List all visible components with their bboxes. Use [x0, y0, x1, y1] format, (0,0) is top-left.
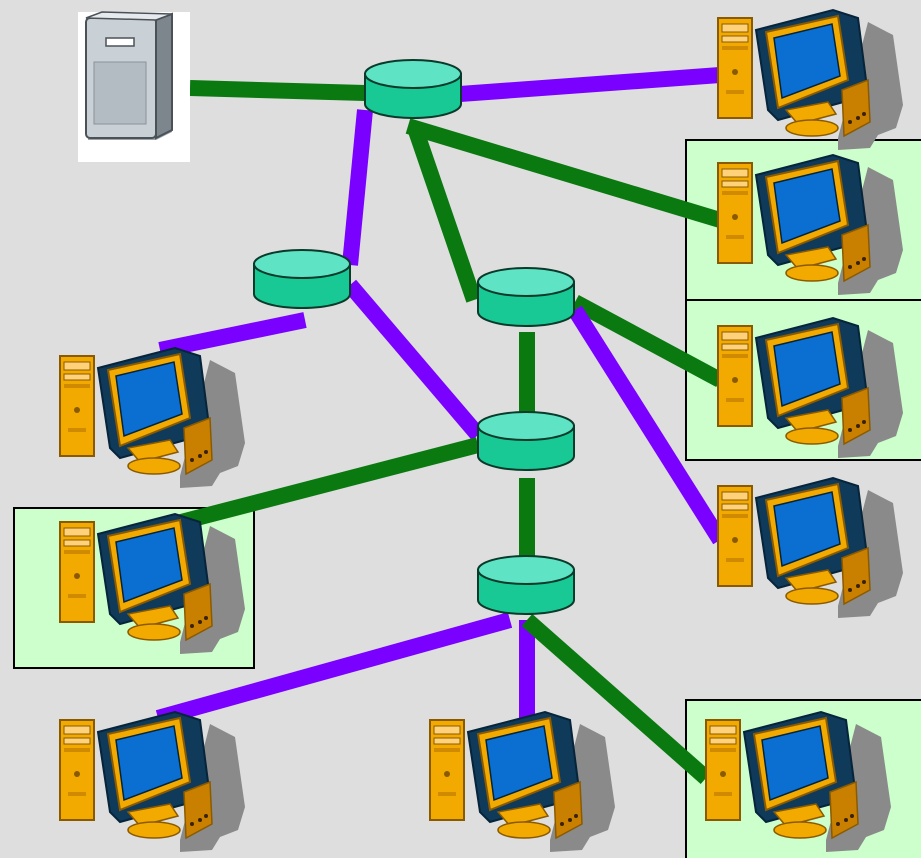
- computer-icon: [429, 711, 616, 853]
- link-r5-pc-bottom-left: [155, 612, 513, 726]
- links: [155, 67, 727, 784]
- link-r3-pc-right-4: [568, 305, 727, 545]
- link-r3-pc-right-3: [571, 294, 724, 388]
- computer-icon: [59, 347, 246, 489]
- router-icon: [477, 555, 575, 615]
- link-server-r1: [189, 80, 366, 101]
- router-icon: [253, 249, 351, 309]
- router-icon: [364, 59, 462, 119]
- router-icon: [477, 267, 575, 327]
- link-r4-pc-left-2: [155, 437, 481, 536]
- computer-icon: [717, 9, 904, 151]
- link-r5-pc-bottom-right: [521, 614, 712, 784]
- router-icon: [477, 411, 575, 471]
- link-r1-r3: [407, 125, 482, 303]
- server-icon: [77, 11, 191, 163]
- link-r1-pc-right-2: [405, 118, 723, 228]
- link-r2-pc-left-1: [158, 312, 307, 358]
- link-r1-r2: [342, 109, 373, 266]
- link-r1-pc-top-right: [459, 67, 721, 102]
- computer-icon: [717, 477, 904, 619]
- link-r2-r4: [343, 279, 485, 441]
- computer-icon: [59, 711, 246, 853]
